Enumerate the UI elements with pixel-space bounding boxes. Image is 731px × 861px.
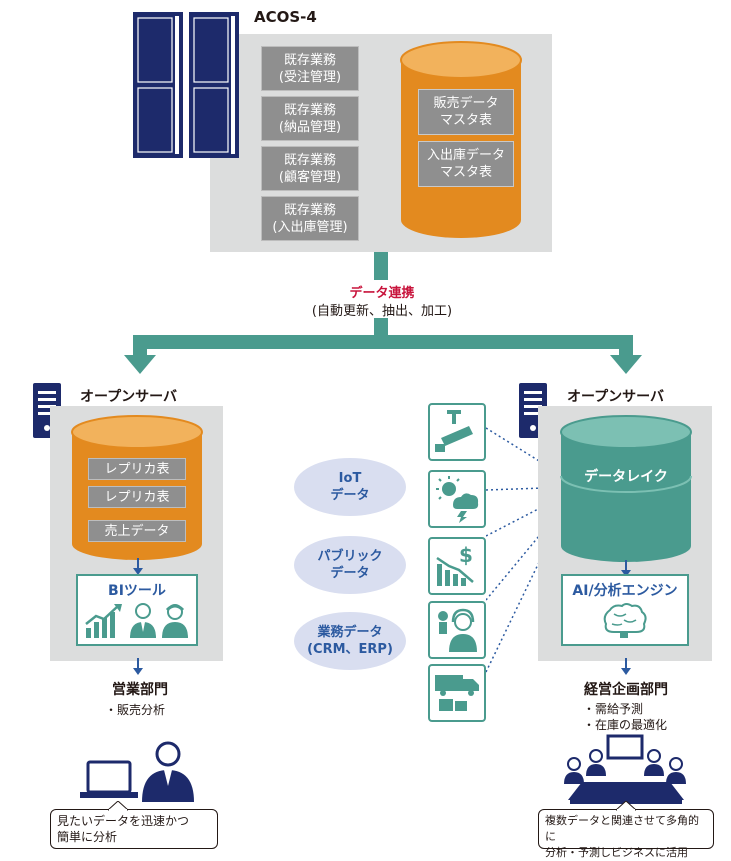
arrow-down-icon <box>133 658 143 675</box>
data-link-connector <box>124 252 642 374</box>
task-sublabel: (顧客管理) <box>278 169 342 185</box>
businessman-icon <box>130 603 156 638</box>
planning-dept-title: 経営企画部門 <box>584 682 668 698</box>
callout-pointer <box>108 801 128 811</box>
planning-dept-item: ・需給予測 <box>583 702 644 716</box>
source-label: IoT <box>338 471 362 486</box>
left-callout-line1: 見たいデータを迅速かつ <box>57 814 190 828</box>
mainframe-icon <box>133 12 239 158</box>
task-box-order: 既存業務 (受注管理) <box>261 46 359 91</box>
task-label: 既存業務 <box>283 152 336 168</box>
db-table-label: 入出庫データ <box>426 148 505 163</box>
left-table-replica-2: レプリカ表 <box>88 486 186 508</box>
camera-icon <box>435 410 473 452</box>
source-oval-public: パブリック データ <box>294 536 406 594</box>
source-label: パブリック <box>317 549 383 564</box>
truck-icon <box>435 675 479 711</box>
businesswoman-icon <box>162 604 188 638</box>
left-server-title: オープンサーバ <box>80 389 178 405</box>
task-box-customer: 既存業務 (顧客管理) <box>261 146 359 191</box>
data-link-title: データ連携 <box>349 286 415 301</box>
db-table-label: 販売データ <box>433 96 499 111</box>
sales-dept-title: 営業部門 <box>112 682 168 698</box>
db-table-sublabel: マスタ表 <box>439 165 492 180</box>
left-table-sales: 売上データ <box>88 520 186 542</box>
planning-dept-item: ・在庫の最適化 <box>583 718 668 732</box>
task-label: 既存業務 <box>283 202 336 218</box>
source-sublabel: (CRM、ERP) <box>307 642 393 657</box>
source-oval-business: 業務データ (CRM、ERP) <box>294 612 406 670</box>
source-label: 業務データ <box>317 625 383 640</box>
task-box-warehouse: 既存業務 (入出庫管理) <box>261 196 359 241</box>
arrow-down-icon <box>621 560 631 577</box>
task-label: 既存業務 <box>283 102 336 118</box>
data-link-subtitle: (自動更新、抽出、加工) <box>311 304 453 319</box>
task-sublabel: (納品管理) <box>278 119 342 135</box>
db-table-sublabel: マスタ表 <box>439 113 492 128</box>
left-callout: 見たいデータを迅速かつ 簡単に分析 <box>50 809 218 849</box>
laptop-user-icon <box>80 741 194 802</box>
ai-engine-title: AI/分析エンジン <box>572 583 678 599</box>
task-sublabel: (受注管理) <box>278 69 342 85</box>
left-table-replica-1: レプリカ表 <box>88 458 186 480</box>
db-table-sales: 販売データ マスタ表 <box>418 89 514 135</box>
db-table-stock: 入出庫データ マスタ表 <box>418 141 514 187</box>
task-sublabel: (入出庫管理) <box>272 219 348 235</box>
arrow-down-icon <box>621 658 631 675</box>
data-lake-icon <box>560 415 692 562</box>
acos-title: ACOS-4 <box>254 8 317 26</box>
left-callout-line2: 簡単に分析 <box>57 830 118 844</box>
meeting-icon <box>564 734 686 804</box>
brain-icon <box>603 603 647 638</box>
source-sublabel: データ <box>330 488 370 503</box>
chart-growth-icon <box>85 604 122 638</box>
source-sublabel: データ <box>330 566 370 581</box>
callout-pointer <box>616 801 636 811</box>
task-box-delivery: 既存業務 (納品管理) <box>261 96 359 141</box>
sales-dept-item: ・販売分析 <box>105 703 166 717</box>
bi-tool-title: BIツール <box>108 583 166 599</box>
arrow-down-icon <box>133 558 143 575</box>
right-callout-line2: 分析・予測しビジネスに活用 <box>545 846 688 859</box>
svg-text:$: $ <box>459 543 473 567</box>
right-callout-line1: 複数データと関連させて多角的に <box>545 814 699 843</box>
task-label: 既存業務 <box>283 52 336 68</box>
operator-icon <box>438 608 477 652</box>
weather-icon <box>436 476 479 523</box>
source-oval-iot: IoT データ <box>294 458 406 516</box>
right-callout: 複数データと関連させて多角的に 分析・予測しビジネスに活用 <box>538 809 714 859</box>
finance-chart-icon: $ <box>436 543 474 586</box>
logistics-source-box <box>428 664 486 722</box>
data-lake-label: データレイク <box>584 469 668 485</box>
right-server-title: オープンサーバ <box>567 389 665 405</box>
